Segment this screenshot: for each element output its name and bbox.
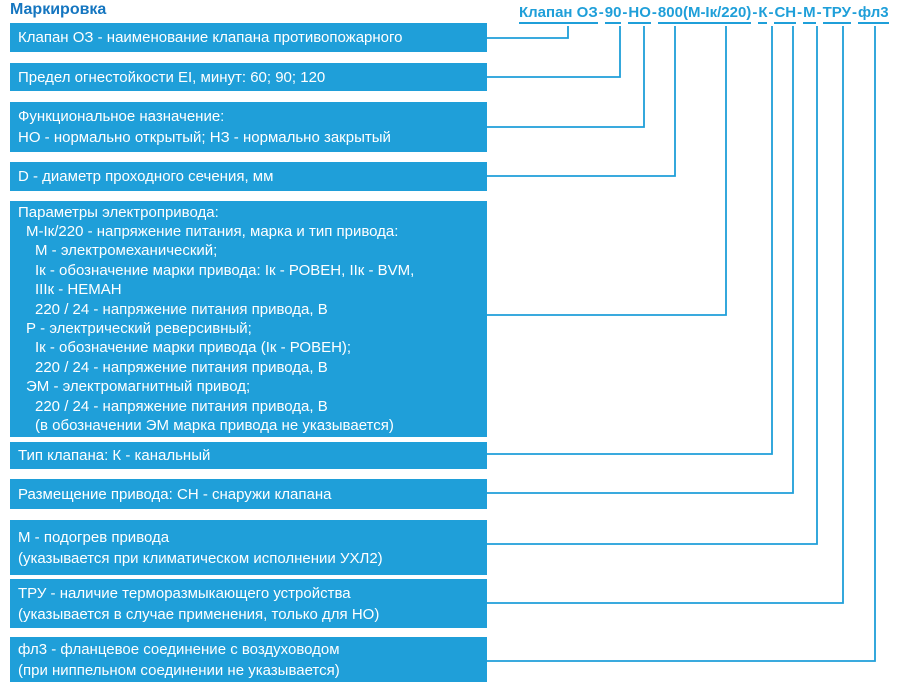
page-title: Маркировка <box>10 1 107 18</box>
legend-line: D - диаметр проходного сечения, мм <box>18 168 274 185</box>
legend-line: М - подогрев привода <box>18 528 170 546</box>
marking-code-segment-diameter-actuator: 800(М-Iк/220) <box>657 4 752 24</box>
legend-line: Iк - обозначение марки привода: Iк - РОВ… <box>35 261 415 279</box>
legend-line: Размещение привода: СН - снаружи клапана <box>18 485 332 503</box>
connector-heating <box>487 26 818 545</box>
legend-line: 220 / 24 - напряжение питания привода, В <box>35 358 328 376</box>
connector-tru <box>487 26 844 604</box>
code-separator: - <box>797 4 803 21</box>
legend-box-valve-type: Тип клапана: К - канальный <box>10 442 487 469</box>
connector-valve-type <box>487 26 773 455</box>
legend-box-fire-resistance: Предел огнестойкости EI, минут: 60; 90; … <box>10 63 487 91</box>
connector-fire-resistance <box>487 26 621 78</box>
code-separator: - <box>598 4 604 21</box>
legend-line: Р - электрический реверсивный; <box>26 320 252 337</box>
connector-placement <box>487 26 794 494</box>
legend-box-flange: фл3 - фланцевое соединение с воздуховодо… <box>10 637 487 682</box>
legend-line: 220 / 24 - напряжение питания привода, В <box>35 300 328 318</box>
legend-line: ЭМ - электромагнитный привод; <box>26 378 251 396</box>
connector-valve-name <box>487 26 569 39</box>
legend-line: 220 / 24 - напряжение питания привода, В <box>35 397 328 415</box>
marking-code-segment-flange: фл3 <box>857 4 889 24</box>
code-separator: - <box>752 4 758 21</box>
connector-flange <box>487 26 876 662</box>
legend-line: Предел огнестойкости EI, минут: 60; 90; … <box>18 68 326 86</box>
legend-line: НО - нормально открытый; НЗ - нормально … <box>18 129 391 146</box>
legend-line: Параметры электропривода: <box>18 203 219 221</box>
legend-line: Iк - обозначение марки привода (Iк - РОВ… <box>35 339 352 357</box>
legend-line: М - электромеханический; <box>35 242 218 260</box>
legend-box-diameter: D - диаметр проходного сечения, мм <box>10 162 487 191</box>
legend-box-actuator-placement: Размещение привода: СН - снаружи клапана <box>10 479 487 509</box>
legend-line: ТРУ - наличие терморазмыкающего устройст… <box>18 584 351 602</box>
connector-function <box>487 26 645 128</box>
legend-line: Клапан ОЗ - наименование клапана противо… <box>18 29 403 46</box>
connector-diameter <box>487 26 676 177</box>
marking-code-segment-function: НО <box>628 4 651 24</box>
marking-code-segment-tru: ТРУ <box>822 4 851 24</box>
legend-line: фл3 - фланцевое соединение с воздуховодо… <box>18 640 340 658</box>
legend-box-tru: ТРУ - наличие терморазмыкающего устройст… <box>10 579 487 628</box>
code-separator: - <box>651 4 657 21</box>
legend-line: (при ниппельном соединении не указываетс… <box>18 661 340 679</box>
legend-line: IIIк - НЕМАН <box>35 281 122 299</box>
marking-code: Клапан ОЗ-90-НО-800(М-Iк/220)-К-СН-М-ТРУ… <box>519 4 889 24</box>
legend-line: Тип клапана: К - канальный <box>18 447 211 464</box>
legend-line: (указывается в случае применения, только… <box>18 605 380 623</box>
marking-code-segment-fire-rating: 90 <box>604 4 622 24</box>
legend-line: Функциональное назначение: <box>18 108 225 125</box>
legend-box-function: Функциональное назначение: НО - нормальн… <box>10 102 487 152</box>
code-separator: - <box>622 4 628 21</box>
marking-code-segment-valve-type: К <box>758 4 768 24</box>
legend-line: М-Iк/220 - напряжение питания, марка и т… <box>26 222 399 240</box>
code-separator: - <box>816 4 822 21</box>
legend-box-valve-name: Клапан ОЗ - наименование клапана противо… <box>10 23 487 52</box>
marking-code-segment-heating: М <box>803 4 816 24</box>
legend-line: (указывается при климатическом исполнени… <box>18 549 383 567</box>
marking-code-segment-placement: СН <box>774 4 797 24</box>
legend-box-heating: М - подогрев привода (указывается при кл… <box>10 520 487 575</box>
code-separator: - <box>851 4 857 21</box>
legend-box-actuator-params: Параметры электропривода: М-Iк/220 - нап… <box>10 201 487 437</box>
legend-line: (в обозначении ЭМ марка привода не указы… <box>35 417 394 435</box>
marking-code-segment-valve: Клапан ОЗ <box>519 4 598 24</box>
connector-actuator-params <box>487 26 727 316</box>
code-separator: - <box>768 4 774 21</box>
